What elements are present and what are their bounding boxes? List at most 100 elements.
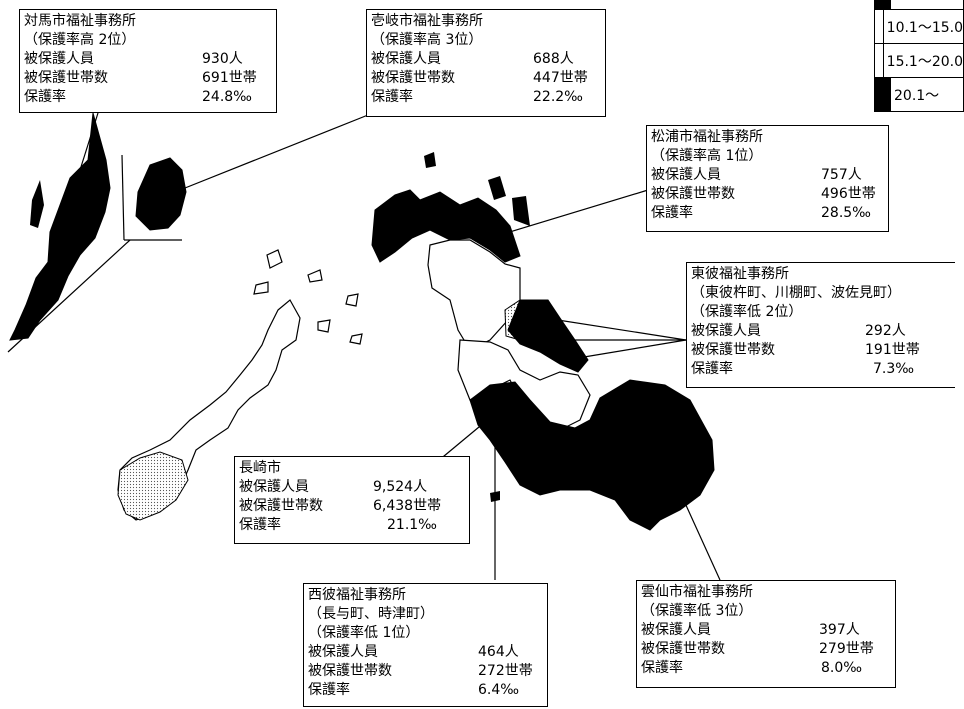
stat-value: 6.4‰ xyxy=(478,682,520,698)
office-rank: （保護率低 1位） xyxy=(308,625,420,641)
stat-value: 691世帯 xyxy=(202,70,257,86)
stat-row: 被保護世帯数 496世帯 xyxy=(651,185,883,204)
stat-value: 7.3‰ xyxy=(873,361,915,377)
legend-label: 10.1～15.0 xyxy=(886,19,963,36)
stat-value: 8.0‰ xyxy=(821,660,863,676)
stat-row: 被保護世帯数 272世帯 xyxy=(308,662,542,681)
leader-iki xyxy=(179,114,369,191)
office-name: 対馬市福祉事務所 xyxy=(24,13,136,29)
stat-label: 被保護人員 xyxy=(641,622,711,638)
leader-matsuura xyxy=(489,189,649,239)
map-frame-tsushima-2 xyxy=(121,154,125,241)
office-name: 雲仙市福祉事務所 xyxy=(641,584,753,600)
legend-row: 10.1～15.0 xyxy=(874,10,964,44)
stat-label: 被保護人員 xyxy=(24,51,94,67)
stat-row: 被保護世帯数 447世帯 xyxy=(371,69,600,88)
stat-value: 496世帯 xyxy=(821,186,876,202)
region-island-s xyxy=(490,491,500,502)
leader-tsushima xyxy=(79,112,99,171)
legend-swatch xyxy=(875,10,884,43)
stat-label: 保護率 xyxy=(308,682,350,698)
stat-value: 24.8‰ xyxy=(202,89,252,105)
office-name: 西彼福祉事務所 xyxy=(308,587,406,603)
stat-value: 22.2‰ xyxy=(533,89,583,105)
info-box-tsushima: 対馬市福祉事務所 （保護率高 2位） 被保護人員 930人 被保護世帯数 691世帯… xyxy=(19,9,277,113)
stat-row: 被保護人員 757人 xyxy=(651,166,883,185)
stat-label: 被保護世帯数 xyxy=(371,70,455,86)
stat-value: 21.1‰ xyxy=(387,517,437,533)
region-goto-dots xyxy=(117,451,189,521)
stat-value: 447世帯 xyxy=(533,70,588,86)
legend-row xyxy=(874,0,964,10)
region-iki xyxy=(135,157,187,231)
office-area: （東彼杵町、川棚町、波佐見町） xyxy=(691,285,901,301)
stat-value: 930人 xyxy=(202,51,243,67)
stat-row: 被保護人員 688人 xyxy=(371,50,600,69)
stat-label: 保護率 xyxy=(239,517,281,533)
stat-row: 被保護人員 464人 xyxy=(308,643,542,662)
office-name: 壱岐市福祉事務所 xyxy=(371,13,483,29)
stat-value: 6,438世帯 xyxy=(373,498,442,514)
legend-swatch xyxy=(875,0,891,9)
legend-swatch xyxy=(875,44,884,77)
stat-label: 保護率 xyxy=(691,361,733,377)
office-rank: （保護率高 2位） xyxy=(24,32,136,48)
office-name: 松浦市福祉事務所 xyxy=(651,129,763,145)
stat-label: 被保護世帯数 xyxy=(239,498,323,514)
stat-row: 被保護世帯数 6,438世帯 xyxy=(239,497,464,516)
legend-label: 20.1～ xyxy=(894,87,940,104)
stat-label: 保護率 xyxy=(641,660,683,676)
region-nagasaki xyxy=(469,379,715,531)
stat-label: 被保護人員 xyxy=(371,51,441,67)
stat-label: 被保護人員 xyxy=(308,644,378,660)
stat-label: 被保護世帯数 xyxy=(651,186,735,202)
legend-row: 15.1～20.0 xyxy=(874,44,964,78)
stat-value: 464人 xyxy=(478,644,519,660)
legend: 10.1～15.0 15.1～20.0 20.1～ xyxy=(874,0,964,112)
legend-row: 20.1～ xyxy=(874,78,964,112)
leader-unzen xyxy=(669,469,721,581)
legend-label: 15.1～20.0 xyxy=(886,53,963,70)
stat-value: 279世帯 xyxy=(819,641,874,657)
stat-row: 被保護世帯数 691世帯 xyxy=(24,69,271,88)
region-islands-nw xyxy=(253,249,363,345)
region-islands-n xyxy=(424,152,530,226)
map-frame-tsushima xyxy=(7,239,131,353)
stat-row: 保護率 7.3‰ xyxy=(691,360,950,379)
stat-value: 191世帯 xyxy=(865,342,920,358)
stat-row: 被保護人員 930人 xyxy=(24,50,271,69)
region-tsushima-north xyxy=(30,180,44,228)
office-rank: （保護率低 3位） xyxy=(641,603,753,619)
stat-value: 688人 xyxy=(533,51,574,67)
region-higashisonogi xyxy=(507,299,589,373)
stat-label: 被保護人員 xyxy=(651,167,721,183)
stat-value: 757人 xyxy=(821,167,862,183)
stat-label: 被保護世帯数 xyxy=(308,663,392,679)
stat-label: 保護率 xyxy=(651,205,693,221)
office-rank: （保護率低 2位） xyxy=(691,304,803,320)
stat-label: 保護率 xyxy=(371,89,413,105)
office-name: 東彼福祉事務所 xyxy=(691,266,789,282)
stat-row: 保護率 8.0‰ xyxy=(641,659,890,678)
region-tsushima xyxy=(9,112,111,341)
stat-label: 被保護世帯数 xyxy=(24,70,108,86)
office-rank: （保護率高 1位） xyxy=(651,148,763,164)
stat-row: 保護率 22.2‰ xyxy=(371,88,600,107)
stat-label: 被保護世帯数 xyxy=(691,342,775,358)
leader-higashisonogi-1 xyxy=(544,317,687,341)
stat-row: 保護率 21.1‰ xyxy=(239,516,464,535)
stat-value: 272世帯 xyxy=(478,663,533,679)
info-box-matsuura: 松浦市福祉事務所 （保護率高 1位） 被保護人員 757人 被保護世帯数 496世帯… xyxy=(646,125,889,232)
region-matsuura xyxy=(371,189,521,263)
